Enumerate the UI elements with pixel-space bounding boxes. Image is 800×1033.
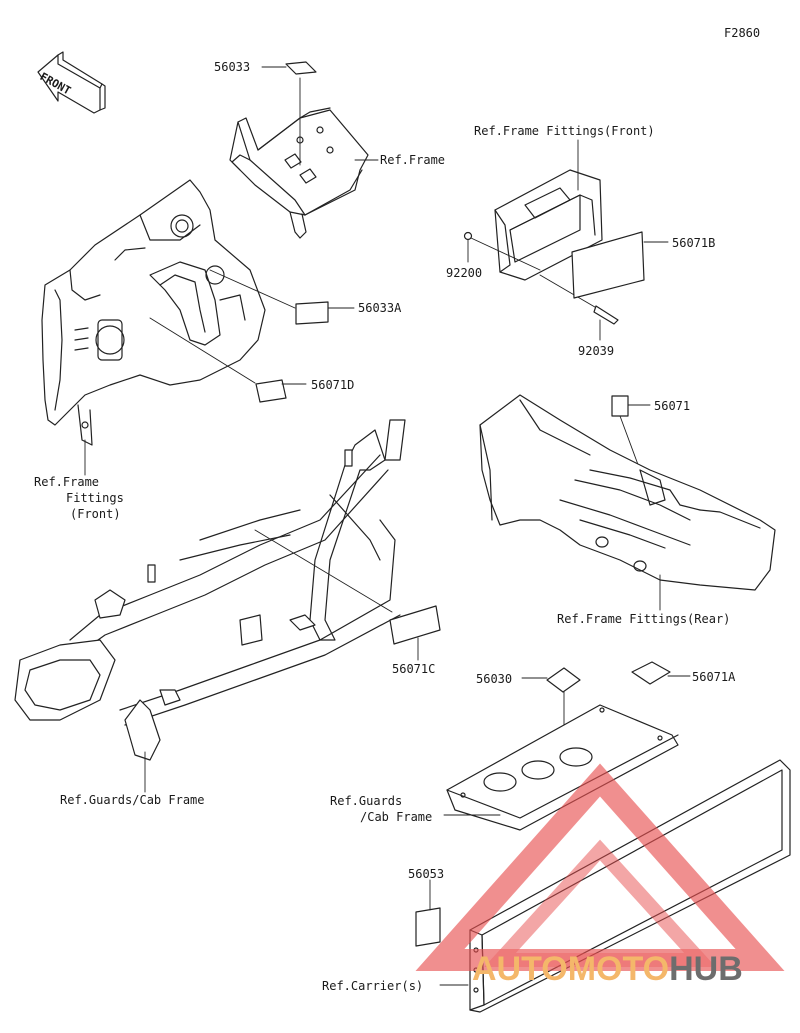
label-92039: 92039 [578,344,615,358]
label-56071D: 56071D [311,378,355,392]
rear-fittings [479,394,776,611]
label-ref-ff-front-left-1: Ref.Frame [34,475,100,489]
label-56071B: 56071B [672,236,716,250]
watermark-text-hub: HUB [669,950,743,988]
label-56033: 56033 [214,60,251,74]
label-ref-frame: Ref.Frame [380,153,446,167]
figure-code: F2860 [724,26,761,40]
sticker-56071 [611,395,629,417]
frame-bracket [229,77,379,239]
label-ref-guards-cab-frame-left: Ref.Guards/Cab Frame [60,793,205,807]
front-arrow-icon [37,51,106,114]
label-ref-ff-front-left-2: Fittings [66,491,124,505]
label-56071: 56071 [654,399,691,413]
sticker-56030 [546,667,581,693]
label-ref-guards-right-1: Ref.Guards [330,794,403,808]
watermark-logo [415,763,785,971]
label-56030: 56030 [476,672,513,686]
label-ref-guards-right-2: /Cab Frame [360,810,433,824]
label-92200: 92200 [446,266,483,280]
guards-cab-frame [14,419,406,793]
floor-panel [443,704,679,831]
label-56033A: 56033A [358,301,402,315]
watermark-text: AUTOMOTOHUB [472,950,743,989]
label-ref-ff-front-left-3: (Front) [70,507,121,521]
label-ref-frame-fittings-front-top: Ref.Frame Fittings(Front) [474,124,655,138]
label-56053: 56053 [408,867,445,881]
sticker-56071A [631,661,671,685]
label-ref-carrier: Ref.Carrier(s) [322,979,424,993]
watermark-text-auto: AUTO [472,950,568,988]
label-56071A: 56071A [692,670,736,684]
sticker-56033A [295,301,329,325]
label-56071C: 56071C [392,662,436,676]
front-fittings-tray [463,139,619,341]
sticker-56071D [255,379,287,403]
sticker-56033 [285,61,317,75]
sticker-56071B [571,231,645,299]
front-fittings [41,179,296,476]
sticker-56053 [415,907,441,947]
sticker-56071C [389,605,441,645]
watermark-text-moto: MOTO [567,950,670,988]
label-ref-frame-fittings-rear: Ref.Frame Fittings(Rear) [557,612,731,626]
